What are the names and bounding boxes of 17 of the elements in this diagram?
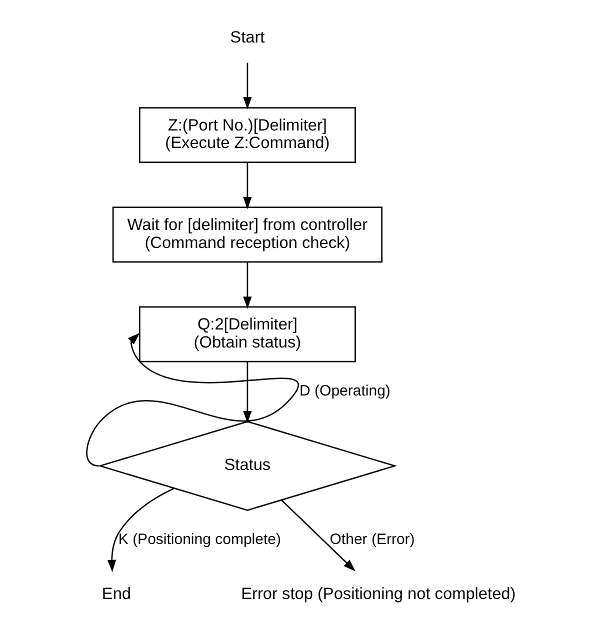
edge-label: D (Operating): [299, 382, 390, 400]
node-text: Error stop (Positioning not completed): [240, 585, 516, 604]
arrow: [242, 362, 252, 424]
arrow: [280, 500, 356, 572]
node-box: Wait for [delimiter] from controller (Command reception check): [112, 206, 382, 263]
arrow: [242, 162, 252, 210]
node-text: Start: [230, 28, 264, 46]
arrow: [107, 488, 174, 572]
arrow: [242, 62, 252, 110]
node-box: Q:2[Delimiter] (Obtain status): [138, 306, 356, 362]
edge-label: Other (Error): [329, 531, 414, 548]
arrow: [86, 332, 298, 467]
arrow: [242, 262, 252, 309]
node-text: End: [101, 585, 131, 604]
node-box: Z:(Port No.)[Delimiter] (Execute Z:Command): [138, 107, 356, 164]
edge-label: K (Positioning complete): [118, 531, 280, 548]
node-diamond: Status: [97, 420, 397, 511]
